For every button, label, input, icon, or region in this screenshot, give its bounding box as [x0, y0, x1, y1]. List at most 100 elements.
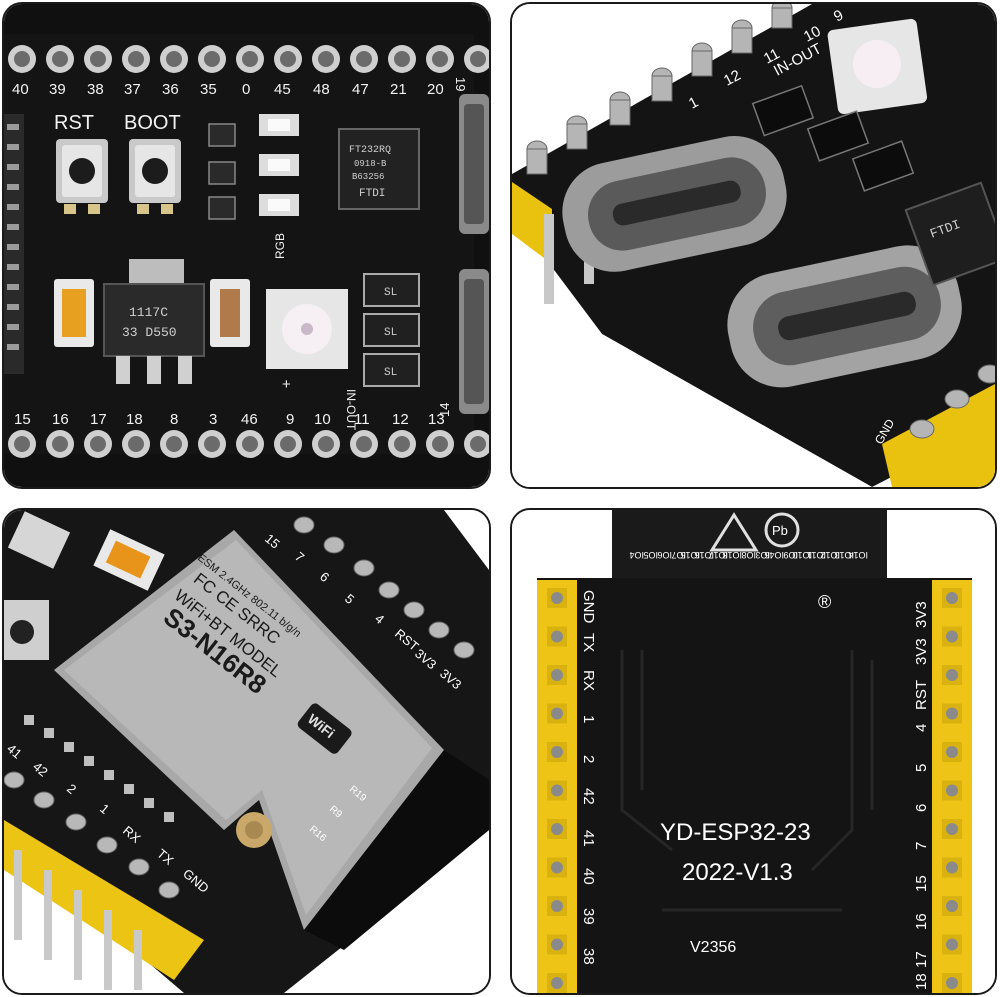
top-pin-labels: 40 39 38 37 36 35 0 45 48 47 21 20 19 [12, 77, 468, 98]
io-label: IO5 [643, 550, 658, 560]
pin-hole-center [128, 51, 144, 67]
io-label: IO9 [783, 550, 798, 560]
header-pin-tip [946, 669, 958, 681]
pin-label: 46 [241, 411, 258, 428]
header-pin-tip [551, 630, 563, 643]
pin-label: 21 [390, 81, 407, 98]
pin-label: 18 [913, 973, 930, 990]
pin-hole-center [470, 51, 486, 67]
pin-hole-center [356, 436, 372, 452]
pin-label: 0 [242, 81, 250, 98]
panel-wifi-module: S3-N16R8 WiFi+BT MODEL FC CE SRRC ESM 2.… [2, 508, 491, 995]
boot-label: BOOT [124, 112, 181, 134]
pin-label: 3V3 [913, 601, 930, 628]
pin-label: 16 [52, 411, 69, 428]
io-label: IO18 [722, 550, 742, 560]
io-label: IO15 [680, 550, 700, 560]
pin-label: 18 [126, 411, 143, 428]
pin-label: 11 [761, 45, 783, 67]
pin-hole-center [204, 436, 220, 452]
pin-hole-center [52, 51, 68, 67]
pin-label: 17 [913, 951, 930, 968]
pin-label: 15 [14, 411, 31, 428]
header-pin-tip [551, 938, 563, 951]
pin-label: 19 [453, 77, 468, 91]
sl-diodes: SL SL SL [363, 273, 420, 387]
pin-label: 3 [209, 411, 217, 428]
header-pin-tip [946, 746, 958, 758]
pin-label: 9 [286, 411, 294, 428]
pin-label: 47 [352, 81, 369, 98]
io-label: IO8 [741, 550, 756, 560]
pin-hole-center [318, 51, 334, 67]
pin-label: RST [913, 680, 930, 710]
header-pin-tip [946, 977, 958, 989]
pin-hole-center [128, 436, 144, 452]
usb-c-port-1 [562, 136, 787, 272]
pin-label: 48 [313, 81, 330, 98]
header-pin-tip [551, 977, 563, 989]
pin-hole-center [166, 51, 182, 67]
pin-hole-center [280, 436, 296, 452]
voltage-regulator: 1117C 33 D550 [103, 259, 205, 384]
board-version: 2022-V1.3 [682, 859, 793, 886]
pin-label: TX [580, 633, 597, 652]
pin-hole-center [90, 51, 106, 67]
pin-label: 4 [913, 724, 930, 732]
pin-label: 7 [913, 842, 930, 850]
header-pin-tip [551, 669, 563, 681]
io-label: IO6 [657, 550, 672, 560]
rgb-led [266, 289, 348, 369]
header-pin-tip [946, 823, 958, 835]
header-pin-tip [551, 861, 563, 874]
pin-label: 38 [87, 81, 104, 98]
pin-label: 10 [801, 23, 824, 46]
lead-free-label: Pb [772, 523, 788, 538]
pin-hole-center [394, 436, 410, 452]
chip-marking: B63256 [352, 172, 384, 182]
pin-label: 39 [49, 81, 66, 98]
pin-label: 11 [354, 411, 370, 428]
in-out-label: IN-OUT [344, 389, 358, 431]
right-pin-header [942, 588, 962, 993]
panel-board-back: Pb IO4 IO5 IO6 IO7 IO15 IO16 IO17 IO18 I… [510, 508, 997, 995]
pin-hole-center [356, 51, 372, 67]
pin-label: 40 [580, 868, 597, 885]
pin-hole-center [242, 436, 258, 452]
pin-label: 13 [428, 411, 445, 428]
pin-label: 1 [580, 715, 597, 723]
pin-label: 12 [721, 67, 744, 90]
io-labels: IO4 IO5 IO6 IO7 IO15 IO16 IO17 IO18 IO8 … [629, 550, 868, 560]
diode-marking: SL [384, 327, 397, 339]
esd-warning-icon [709, 512, 759, 552]
panel-usb-c-ports: 1 12 11 10 9 IN-OUT FTDI [510, 2, 997, 489]
board-name: YD-ESP32-23 [660, 819, 811, 846]
pin-label: 36 [162, 81, 179, 98]
io-label: IO4 [629, 550, 644, 560]
bottom-pin-labels: 15 16 17 18 8 3 46 9 10 11 12 13 14 [14, 403, 452, 428]
pin-hole-center [166, 436, 182, 452]
rst-label: RST [54, 112, 94, 134]
pin-hole-center [470, 436, 486, 452]
pin-label: 35 [200, 81, 217, 98]
header-pin-tip [551, 707, 563, 720]
registered-mark: ® [818, 592, 831, 612]
regulator-marking: 1117C [129, 305, 168, 320]
pin-hole-center [90, 436, 106, 452]
pin-hole-center [52, 436, 68, 452]
header-pin-tip [551, 900, 563, 912]
esp32-s3-module [54, 530, 444, 930]
pin-label: 16 [913, 913, 930, 930]
pin-label: 5 [913, 764, 930, 772]
header-pin-tip [946, 592, 958, 604]
diode-marking: SL [384, 367, 397, 379]
left-pin-labels: GND TX RX 1 2 42 41 40 39 38 [580, 590, 597, 965]
pin-hole-center [280, 51, 296, 67]
diode-marking: SL [384, 287, 397, 299]
pin-label: 20 [427, 81, 444, 98]
io-label: IO16 [694, 550, 714, 560]
pin-label: 41 [580, 830, 597, 847]
header-pin-tip [946, 938, 958, 951]
header-pin-tip [946, 861, 958, 874]
chip-marking: FT232RQ [349, 145, 391, 156]
